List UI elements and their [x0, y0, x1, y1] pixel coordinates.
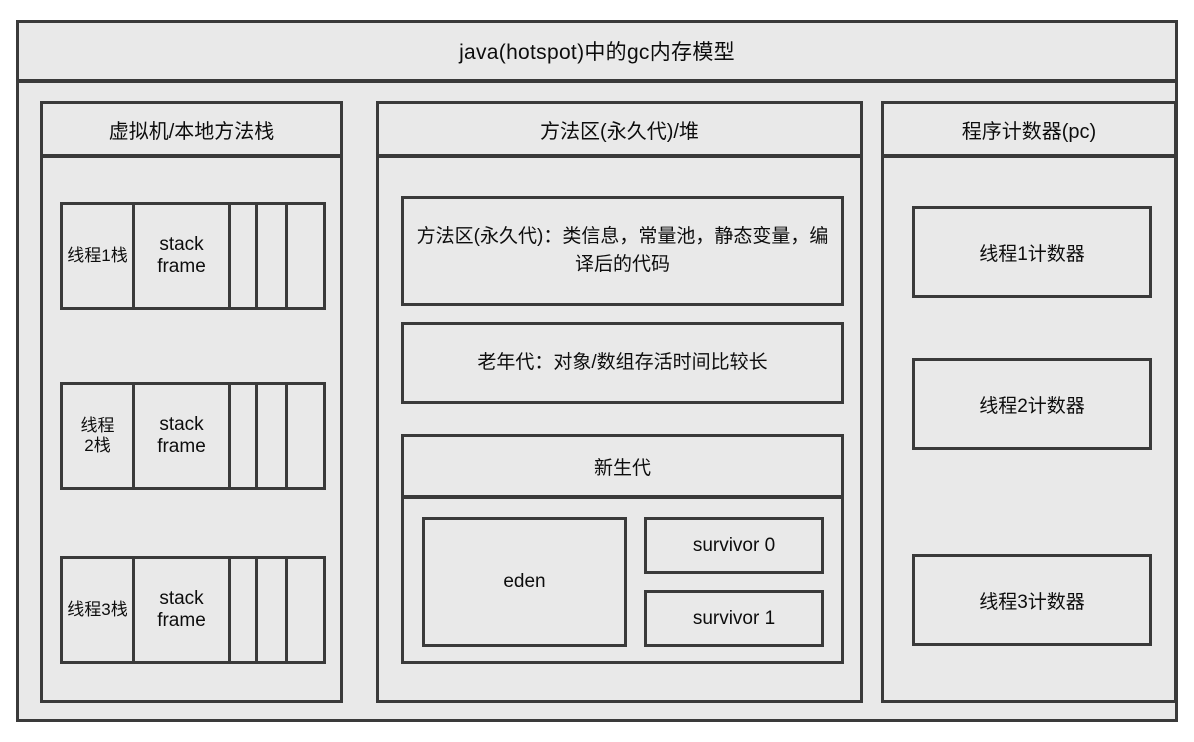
stack-frame-cell: stack frame — [135, 385, 231, 487]
section-vm-native-method-stacks: 虚拟机/本地方法栈 线程1栈 stack frame 线程2栈 stack fr… — [40, 101, 343, 703]
old-generation-box: 老年代：对象/数组存活时间比较长 — [401, 322, 844, 404]
stack-frame-cell: stack frame — [135, 205, 231, 307]
thread-counter-box: 线程1计数器 — [912, 206, 1152, 298]
stack-frame-cell: stack frame — [135, 559, 231, 661]
thread-stack-label: 线程1栈 — [63, 205, 135, 307]
section-title-stacks: 虚拟机/本地方法栈 — [108, 120, 275, 143]
section-method-area-heap: 方法区(永久代)/堆 方法区(永久代)：类信息，常量池，静态变量，编译后的代码 … — [376, 101, 863, 703]
stack-frame-empty-cell — [288, 205, 323, 307]
stack-frame-empty-cell — [258, 205, 288, 307]
thread-stack-row: 线程3栈 stack frame — [60, 556, 326, 664]
section-title-method-area-heap: 方法区(永久代)/堆 — [540, 120, 699, 143]
permanent-generation-box: 方法区(永久代)：类信息，常量池，静态变量，编译后的代码 — [401, 196, 844, 306]
section-header-program-counter: 程序计数器(pc) — [884, 104, 1174, 158]
stack-frame-label: stack frame — [157, 414, 206, 457]
section-header-stacks: 虚拟机/本地方法栈 — [43, 104, 340, 158]
stack-frame-empty-cell — [258, 385, 288, 487]
section-header-method-area-heap: 方法区(永久代)/堆 — [379, 104, 860, 158]
stack-frame-empty-cell — [288, 385, 323, 487]
stack-frame-label: stack frame — [157, 588, 206, 631]
stack-frame-empty-cell — [231, 385, 258, 487]
thread-counter-box: 线程3计数器 — [912, 554, 1152, 646]
thread-stack-label: 线程2栈 — [63, 385, 135, 487]
stack-frame-empty-cell — [258, 559, 288, 661]
thread-counter-box: 线程2计数器 — [912, 358, 1152, 450]
page-title: java(hotspot)中的gc内存模型 — [459, 41, 735, 64]
thread-stack-row: 线程1栈 stack frame — [60, 202, 326, 310]
section-title-program-counter: 程序计数器(pc) — [961, 120, 1097, 143]
thread-stack-row: 线程2栈 stack frame — [60, 382, 326, 490]
young-generation-box: 新生代 eden survivor 0 survivor 1 — [401, 434, 844, 664]
stack-frame-empty-cell — [231, 205, 258, 307]
stack-frame-label: stack frame — [157, 234, 206, 277]
gc-memory-model-diagram: java(hotspot)中的gc内存模型 虚拟机/本地方法栈 线程1栈 sta… — [16, 20, 1178, 722]
diagram-title-bar: java(hotspot)中的gc内存模型 — [19, 23, 1175, 83]
thread-stack-label: 线程3栈 — [63, 559, 135, 661]
stack-frame-empty-cell — [231, 559, 258, 661]
young-generation-header: 新生代 — [404, 437, 841, 499]
section-program-counter: 程序计数器(pc) 线程1计数器 线程2计数器 线程3计数器 — [881, 101, 1177, 703]
eden-box: eden — [422, 517, 627, 647]
survivor-0-box: survivor 0 — [644, 517, 824, 574]
survivor-1-box: survivor 1 — [644, 590, 824, 647]
stack-frame-empty-cell — [288, 559, 323, 661]
